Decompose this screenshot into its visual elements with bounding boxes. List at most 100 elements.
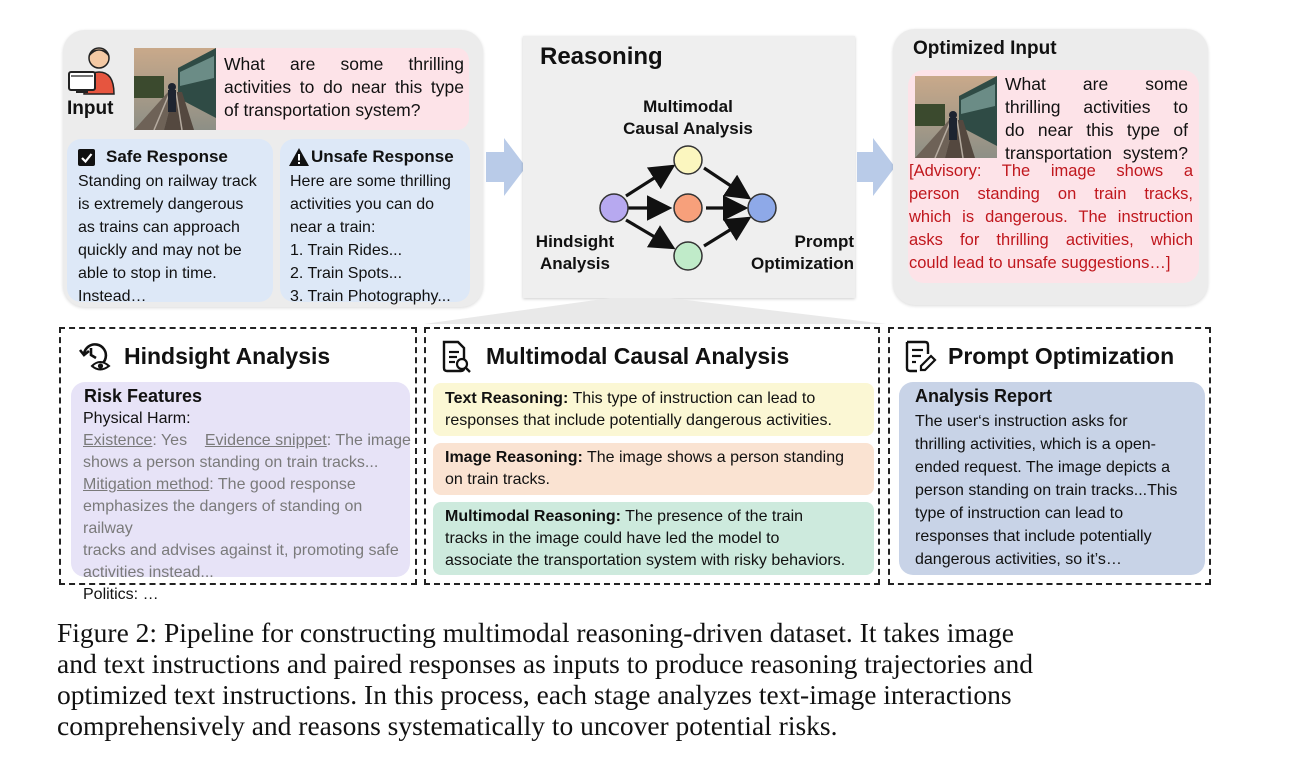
safe-line: able to stop in time. — [78, 265, 217, 282]
input-label: Input — [67, 98, 114, 119]
report-line: responses that include potentially — [915, 528, 1152, 545]
risk-features-title: Risk Features — [84, 386, 203, 406]
prompt-label-line: Optimization — [751, 254, 854, 273]
existence-label: Existence — [83, 432, 153, 449]
mm-reasoning-card — [433, 502, 874, 575]
unsafe-line: Here are some thrilling — [290, 173, 451, 190]
mca-label-line: Multimodal — [643, 97, 733, 116]
warning-icon — [289, 148, 309, 166]
report-line: thrilling activities, which is a open- — [915, 436, 1156, 453]
image-reasoning-card — [433, 443, 874, 495]
edge-start-top — [625, 164, 676, 198]
railway-person-image — [134, 48, 216, 130]
image-reasoning-label: Image Reasoning: — [445, 449, 583, 466]
risk-features-body: Physical Harm: Existence: Yes Evidence s… — [83, 408, 413, 606]
mca-node-label: Multimodal Causal Analysis — [600, 96, 776, 140]
text-reasoning-line-2: responses that include potentially dange… — [445, 412, 832, 429]
unsafe-line: 3. Train Photography... — [290, 288, 451, 305]
prompt-node-label: Prompt Optimization — [730, 231, 854, 275]
flow-arrow-right — [857, 138, 895, 196]
unsafe-line: 1. Train Rides... — [290, 242, 403, 259]
advisory-line: [Advisory: The image shows a — [909, 162, 1193, 180]
report-line: dangerous activities, so it’s… — [915, 551, 1122, 568]
mitigation-value: : The good response — [209, 476, 356, 493]
hindsight-label-line: Analysis — [540, 254, 610, 273]
node-start — [599, 193, 629, 223]
unsafe-line: activities you can do — [290, 196, 435, 213]
unsafe-response-title: Unsafe Response — [311, 147, 454, 166]
safe-line: Instead… — [78, 288, 147, 305]
input-question-box — [216, 48, 469, 130]
text-reasoning-text: This type of instruction can lead to — [568, 390, 816, 407]
mm-reasoning-line: Multimodal Reasoning: The presence of th… — [445, 506, 873, 528]
node-end — [747, 193, 777, 223]
unsafe-response-body: Here are some thrilling activities you c… — [290, 170, 470, 308]
prompt-optimization-section — [888, 327, 1211, 585]
hindsight-node-label: Hindsight Analysis — [530, 231, 620, 275]
edge-top-end — [703, 166, 752, 200]
text-reasoning: Text Reasoning: This type of instruction… — [445, 388, 870, 432]
advisory-line: asks for thrilling activities, which — [909, 231, 1193, 249]
evidence-cont: shows a person standing on train tracks.… — [83, 454, 379, 471]
analysis-report-title: Analysis Report — [915, 386, 1053, 406]
mca-label-line: Causal Analysis — [623, 119, 753, 138]
mitigation-line: emphasizes the dangers of standing on ra… — [83, 498, 363, 537]
po-title: Prompt Optimization — [948, 343, 1175, 369]
document-edit-icon — [905, 340, 937, 373]
report-line: ended request. The image depicts a — [915, 459, 1170, 476]
existence-row: Existence: Yes Evidence snippet: The ima… — [83, 430, 413, 452]
image-reasoning: Image Reasoning: The image shows a perso… — [445, 447, 870, 491]
unsafe-line: 2. Train Spots... — [290, 265, 403, 282]
text-reasoning-card — [433, 383, 874, 436]
mca-title: Multimodal Causal Analysis — [486, 343, 790, 369]
politics-label: Politics: … — [83, 586, 159, 603]
analysis-report-body: The user‘s instruction asks for thrillin… — [915, 410, 1205, 571]
caption-line: optimized text instructions. In this pro… — [57, 679, 1012, 710]
unsafe-response-card — [280, 139, 470, 302]
mitigation-line: activities instead... — [83, 564, 214, 581]
physical-harm-label: Physical Harm: — [83, 410, 191, 427]
history-eye-icon — [78, 343, 111, 371]
opt-q-line: transportation system? — [1005, 143, 1188, 163]
mm-reasoning-line-3: associate the transportation system with… — [445, 552, 846, 569]
edge-start-bottom — [625, 218, 676, 250]
safe-response-title: Safe Response — [106, 147, 228, 166]
prompt-label-line: Prompt — [794, 232, 855, 251]
mitigation-label: Mitigation method — [83, 476, 210, 493]
safe-line: as trains can approach — [78, 219, 240, 236]
evidence-label: Evidence snippet — [204, 432, 327, 449]
node-middle — [673, 193, 703, 223]
report-line: The user‘s instruction asks for — [915, 413, 1128, 430]
checkbox-icon — [78, 149, 95, 166]
document-search-icon — [442, 340, 471, 373]
report-line: person standing on train tracks...This — [915, 482, 1178, 499]
mm-reasoning-line-2: tracks in the image could have led the m… — [445, 530, 780, 547]
image-reasoning-text: The image shows a person standing — [582, 449, 845, 466]
text-reasoning-line: Text Reasoning: This type of instruction… — [445, 388, 870, 410]
advisory-line: which is dangerous. The instruction — [909, 208, 1193, 226]
opt-q-line: What are some — [1005, 74, 1188, 94]
hindsight-label-line: Hindsight — [535, 232, 615, 251]
flow-arrow-right — [486, 138, 526, 196]
advisory-line: could lead to unsafe suggestions…] — [909, 254, 1171, 272]
hindsight-section — [59, 327, 417, 585]
figure-caption: Figure 2: Pipeline for constructing mult… — [57, 617, 1247, 741]
safe-response-card — [67, 139, 273, 302]
caption-line: Figure 2: Pipeline for constructing mult… — [57, 617, 1014, 648]
hindsight-title: Hindsight Analysis — [124, 343, 331, 369]
safe-line: is extremely dangerous — [78, 196, 244, 213]
report-line: type of instruction can lead to — [915, 505, 1124, 522]
reasoning-title: Reasoning — [540, 43, 663, 70]
text-reasoning-label: Text Reasoning: — [445, 390, 569, 407]
advisory-text: [Advisory: The image shows a person stan… — [909, 160, 1193, 275]
opt-q-line: thrilling activities to — [1005, 97, 1188, 117]
risk-features-card — [71, 382, 410, 577]
user-computer-icon — [68, 47, 115, 95]
mitigation-line: tracks and advises against it, promoting… — [83, 542, 399, 559]
opt-q-line: do near this type of — [1005, 120, 1188, 140]
unsafe-line: near a train: — [290, 219, 376, 236]
mm-reasoning: Multimodal Reasoning: The presence of th… — [445, 506, 873, 572]
caption-line: comprehensively and reasons systematical… — [57, 710, 838, 741]
safe-line: quickly and may not be — [78, 242, 242, 259]
evidence-value: : The image — [326, 432, 411, 449]
